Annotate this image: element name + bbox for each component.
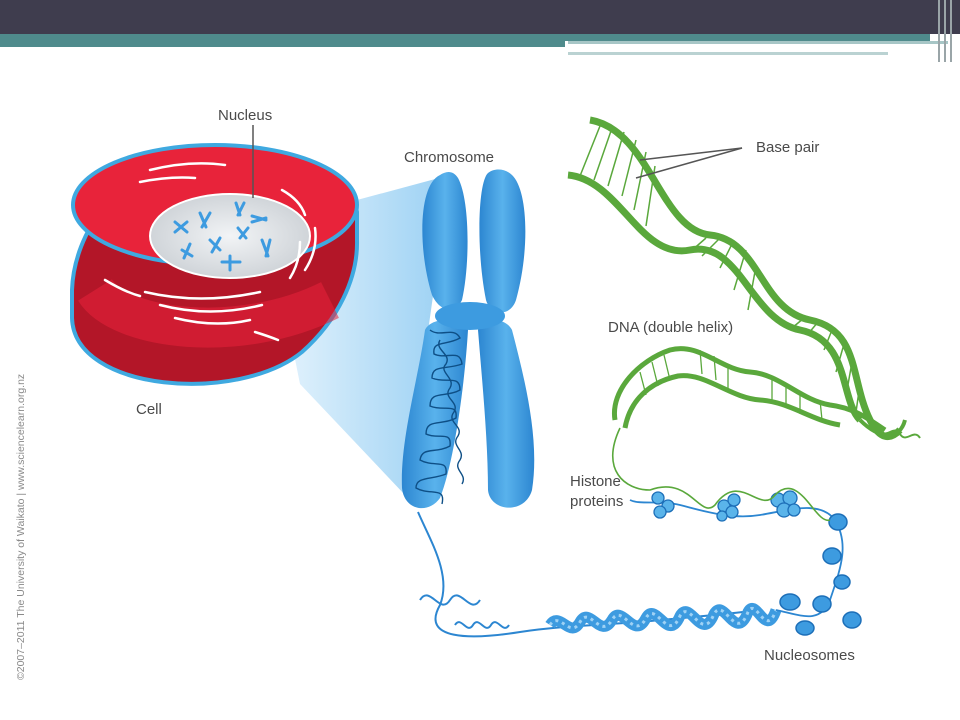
cell-illustration: [70, 125, 360, 386]
label-dna-double-helix: DNA (double helix): [608, 319, 733, 336]
slide-header-bar: [0, 0, 960, 34]
solenoid-coil: [545, 603, 782, 634]
nucleus-chromosomes: [173, 201, 272, 272]
base-pair-pointers: [635, 147, 743, 179]
label-histone-line2: proteins: [570, 493, 623, 510]
header-accent-stripe: [0, 34, 930, 41]
nucleus-shape: [149, 193, 311, 279]
header-accent-stripe-lower: [0, 41, 565, 47]
label-nucleosomes: Nucleosomes: [764, 647, 855, 664]
histone-clusters: [651, 490, 801, 522]
label-chromosome: Chromosome: [404, 149, 494, 166]
label-base-pair: Base pair: [756, 139, 819, 156]
fiber-coils: [419, 594, 510, 629]
header-corner-lines: [934, 0, 960, 62]
chromosome-illustration: [401, 169, 535, 509]
label-nucleus: Nucleus: [218, 107, 272, 124]
nucleosome-beads: [779, 513, 862, 636]
chromatin-coil: [415, 329, 465, 505]
endoplasmic-reticulum-lines: [103, 162, 317, 342]
copyright-notice: ©2007–2011 The University of Waikato | w…: [15, 374, 27, 680]
histone-linker-dna: [611, 427, 831, 521]
header-accent-line-lower: [568, 52, 888, 55]
header-accent-line: [568, 41, 948, 44]
label-histone-line1: Histone: [570, 473, 621, 490]
label-cell: Cell: [136, 401, 162, 418]
dna-helix-small: [611, 346, 887, 433]
